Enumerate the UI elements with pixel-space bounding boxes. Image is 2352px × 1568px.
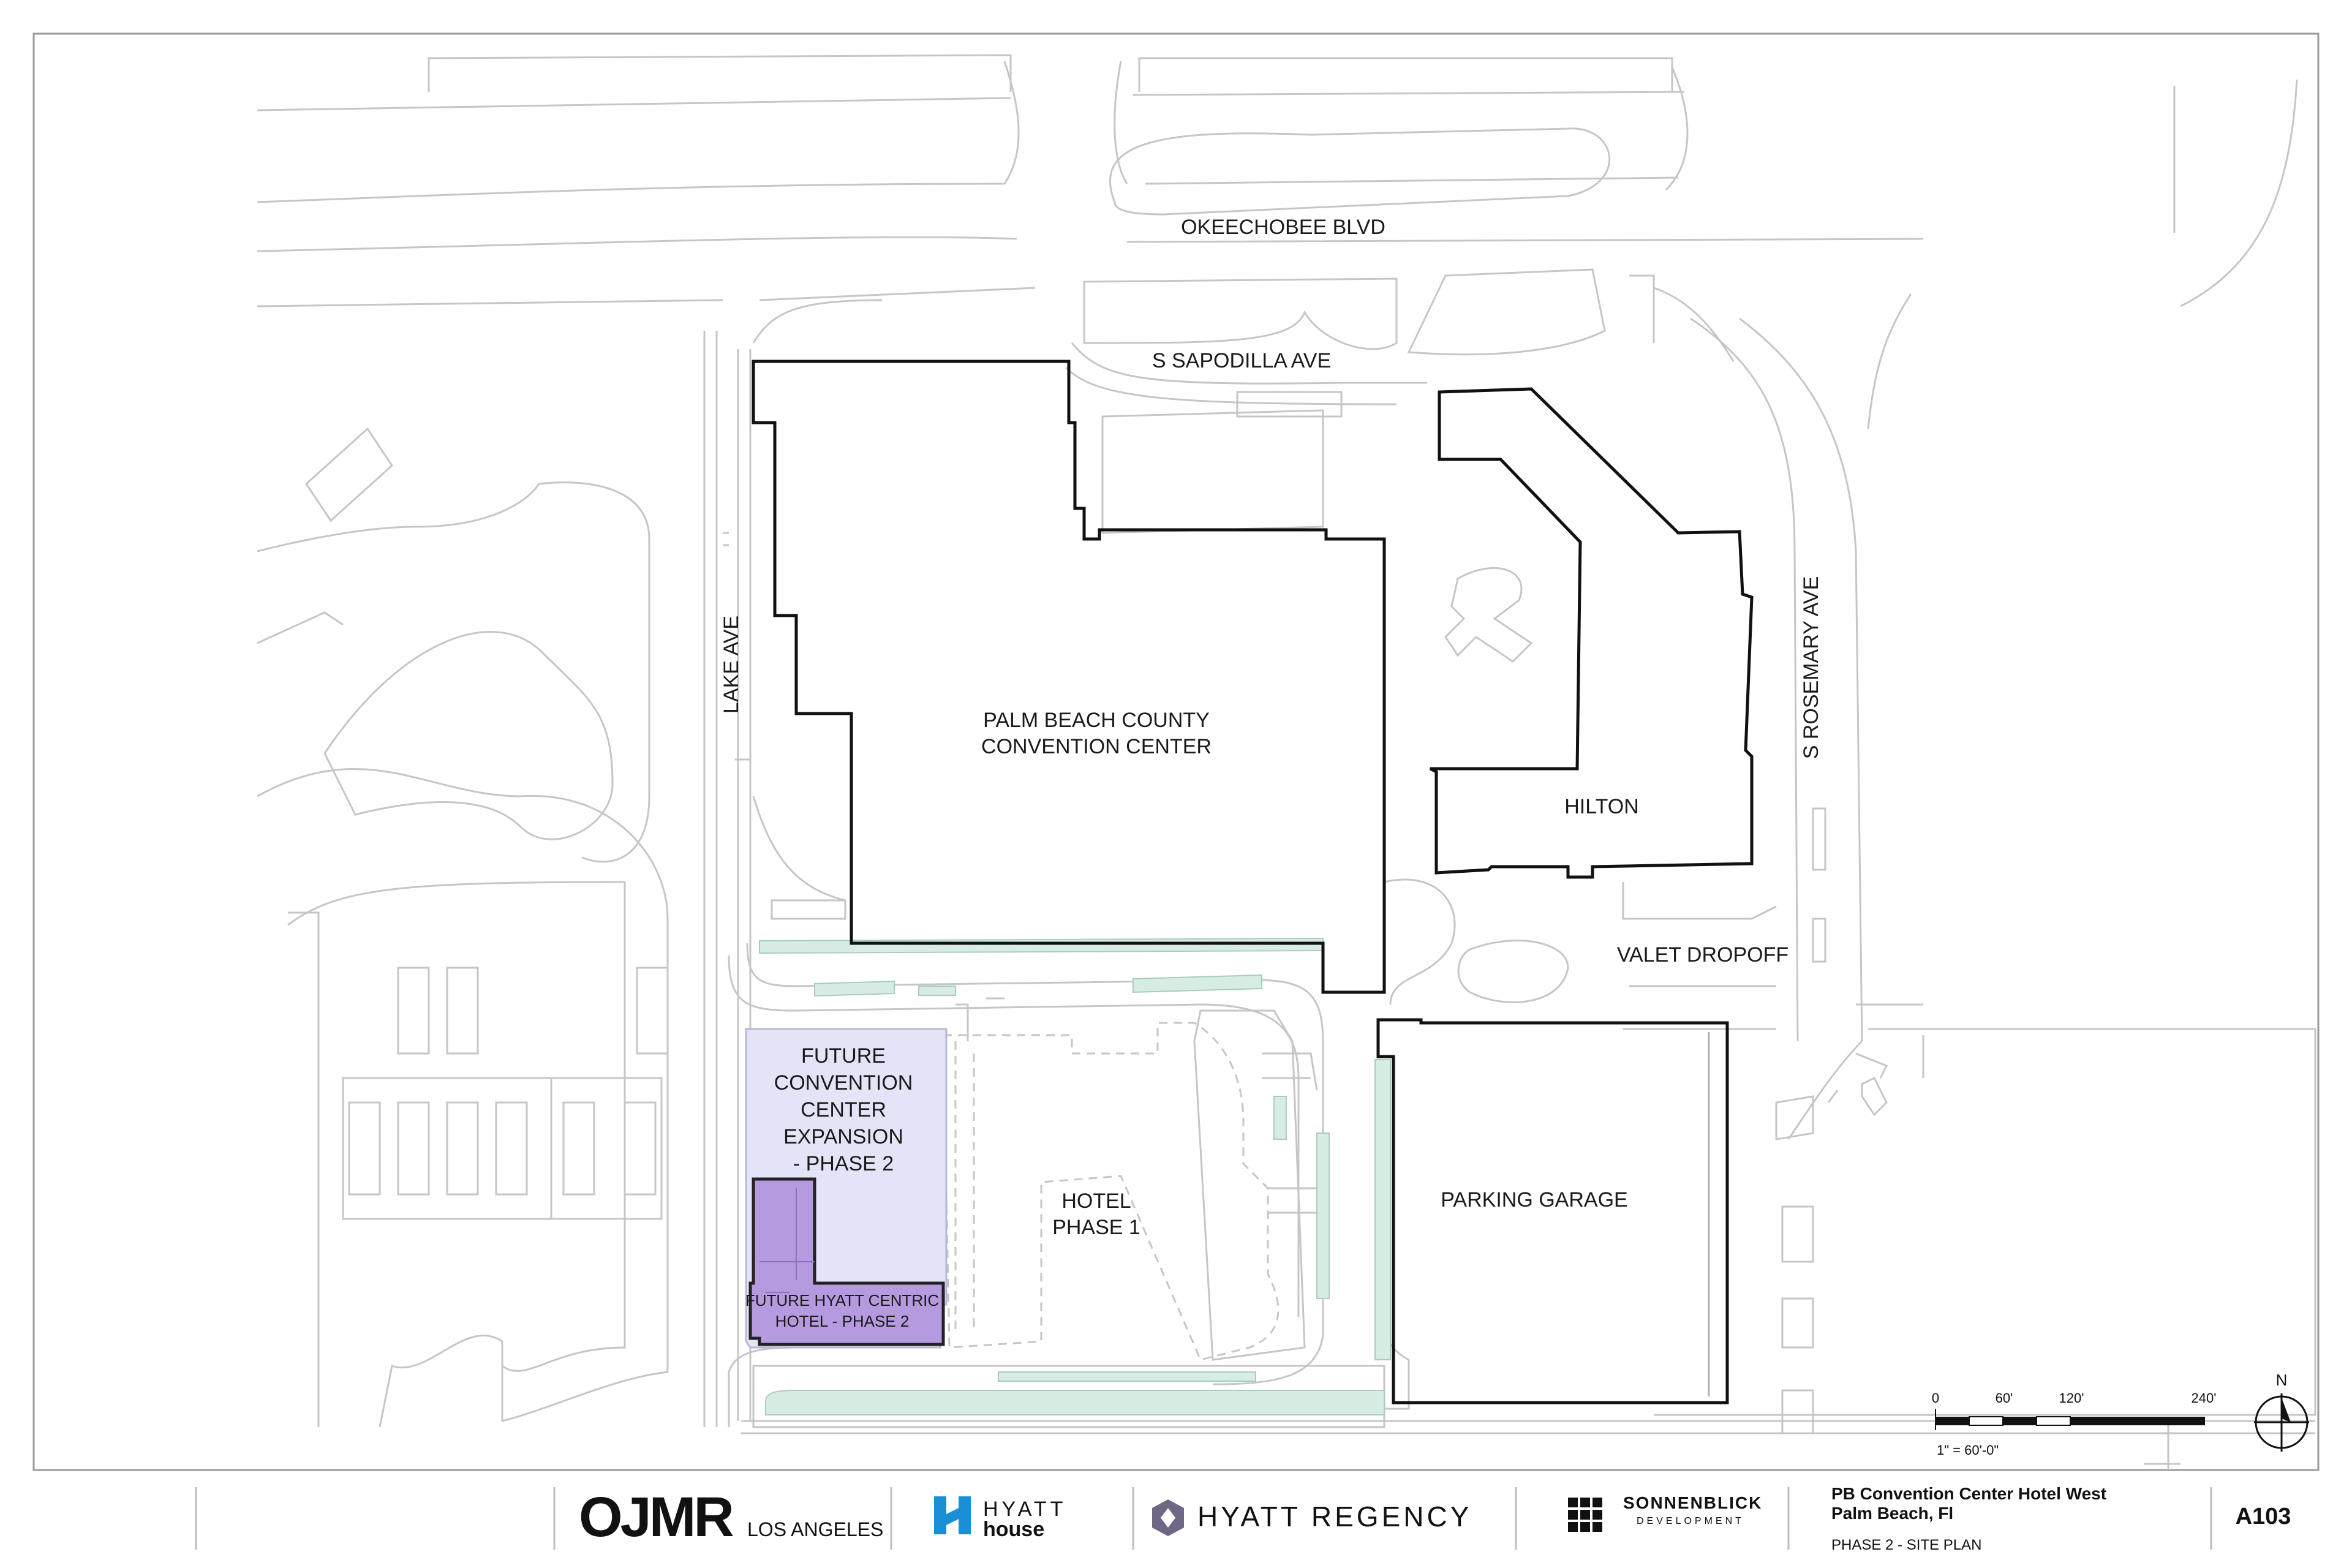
project-name: PB Convention Center Hotel West	[1831, 1484, 2106, 1503]
ojmr-logo-mark: OJMR	[579, 1486, 733, 1548]
hilton-label: HILTON	[1564, 795, 1639, 818]
convention-center-label-line1: PALM BEACH COUNTY	[983, 709, 1210, 732]
hotel-phase1-label-line2: PHASE 1	[1052, 1216, 1140, 1239]
street-label-okeechobee: OKEECHOBEE BLVD	[1181, 216, 1385, 239]
parking-garage-label: PARKING GARAGE	[1441, 1188, 1627, 1212]
street-label-sapodilla: S SAPODILLA AVE	[1152, 349, 1331, 372]
hyatt-house-bottom: house	[983, 1518, 1044, 1541]
street-label-rosemary: S ROSEMARY AVE	[1800, 576, 1823, 760]
project-location: Palm Beach, Fl	[1831, 1504, 1953, 1523]
hilton-outline	[1429, 387, 1754, 879]
site-linework	[257, 54, 2316, 1470]
north-arrow-icon: N	[2254, 1371, 2309, 1452]
hyatt-house-top: HYATT	[983, 1498, 1066, 1521]
sonnenblick-wordmark: SONNENBLICK	[1623, 1493, 1762, 1512]
scale-note: 1" = 60'-0"	[1937, 1442, 1999, 1458]
sonnenblick-sub: DEVELOPMENT	[1637, 1516, 1744, 1526]
scale-tick-120: 120'	[2059, 1390, 2084, 1406]
convention-center-outline	[752, 360, 1386, 994]
future-hyatt-centric-area	[748, 1177, 945, 1346]
hyatt-house-logo: HYATT house	[934, 1496, 1066, 1541]
drawing-border	[32, 32, 2320, 1471]
future-expansion-label-line5: - PHASE 2	[793, 1152, 894, 1175]
ojmr-city: LOS ANGELES	[747, 1518, 883, 1540]
scale-tick-240: 240'	[2192, 1390, 2217, 1406]
scale-bar: 0 60' 120' 240' 1" = 60'-0"	[1932, 1390, 2217, 1458]
hyatt-internal-linework	[760, 1188, 815, 1293]
sheet-number: A103	[2236, 1504, 2291, 1529]
hyatt-regency-wordmark: HYATT REGENCY	[1197, 1501, 1472, 1532]
ojmr-logo: OJMR LOS ANGELES	[579, 1486, 883, 1548]
future-expansion-label-line4: EXPANSION	[783, 1125, 903, 1148]
parking-garage-outline	[1376, 1018, 1729, 1404]
street-label-valet: VALET DROPOFF	[1617, 943, 1789, 967]
future-hyatt-label-line2: HOTEL - PHASE 2	[775, 1312, 910, 1330]
north-arrow-label: N	[2276, 1371, 2288, 1389]
hyatt-regency-logo: HYATT REGENCY	[1152, 1499, 1472, 1536]
sonnenblick-logo: SONNENBLICK DEVELOPMENT	[1568, 1493, 1762, 1532]
sonnenblick-grid-icon	[1568, 1498, 1602, 1532]
future-expansion-label-line2: CONVENTION	[774, 1071, 913, 1095]
future-expansion-label-line3: CENTER	[801, 1098, 886, 1121]
title-block: OJMR LOS ANGELES HYATT house HYATT REGEN…	[195, 1484, 2291, 1553]
hotel-phase1-label-line1: HOTEL	[1061, 1189, 1131, 1213]
convention-center-label-line2: CONVENTION CENTER	[981, 735, 1212, 758]
sheet-title: PHASE 2 - SITE PLAN	[1831, 1537, 1981, 1553]
future-expansion-label-line1: FUTURE	[801, 1044, 886, 1068]
scale-tick-0: 0	[1932, 1390, 1939, 1406]
future-hyatt-label-line1: FUTURE HYATT CENTRIC	[745, 1291, 939, 1310]
street-label-lake: LAKE AVE	[720, 616, 743, 714]
scale-tick-60: 60'	[1996, 1390, 2013, 1406]
